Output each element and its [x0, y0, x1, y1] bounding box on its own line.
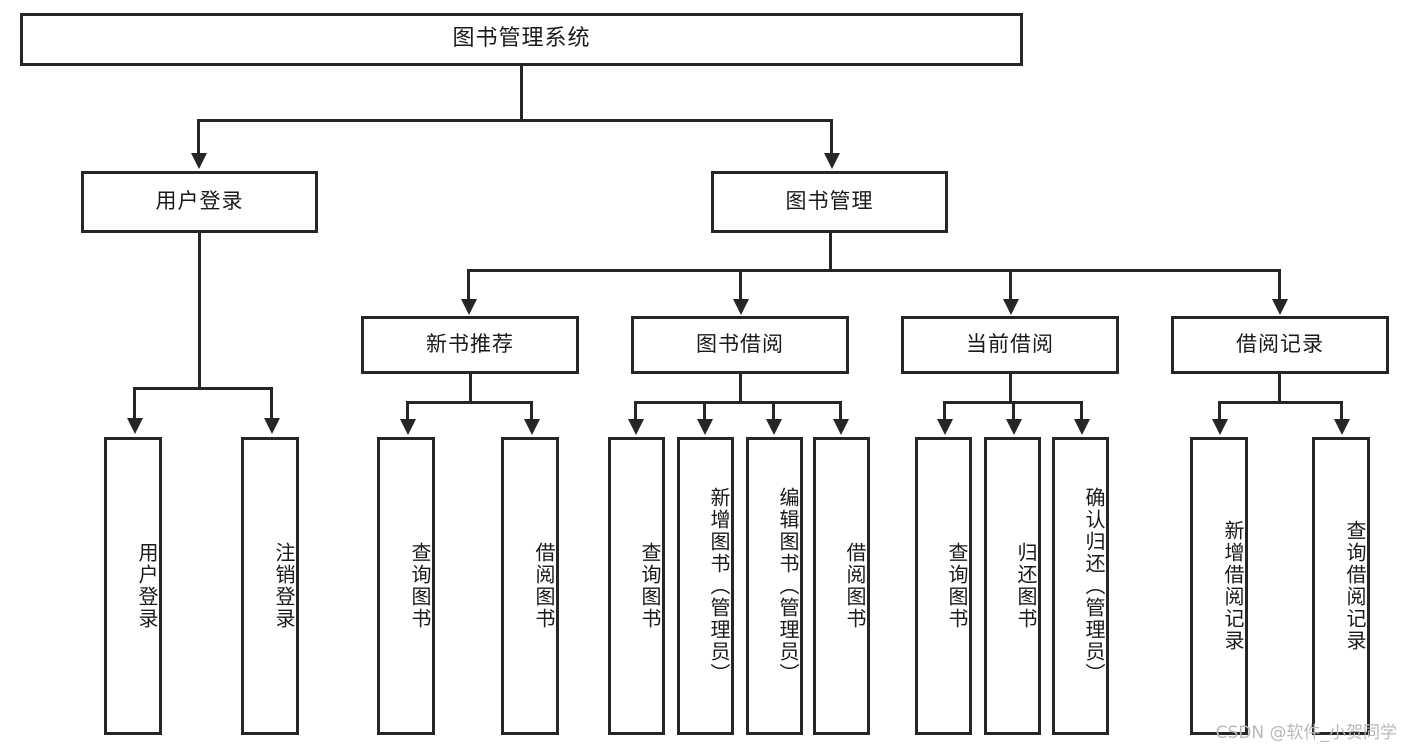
leaf-bb-edit-book: 编辑图书（管理员）	[746, 437, 803, 735]
arrowhead-cb-query-book	[937, 419, 953, 435]
arrowhead-nb-borrow-book	[524, 419, 540, 435]
leaf-br-query-record: 查询借阅记录	[1312, 437, 1370, 735]
connector-nb-to-leaf2	[530, 401, 533, 421]
connector-nb-to-leaf1	[406, 401, 409, 421]
leaf-user-login-label: 用户登录	[135, 542, 159, 630]
connector-user-login-to-leaf2	[270, 387, 273, 420]
connector-book-manage-stem	[829, 233, 832, 270]
connector-book-borrow-stem	[739, 374, 742, 402]
node-book-borrow: 图书借阅	[631, 316, 849, 374]
connector-root-stem	[520, 66, 523, 120]
arrowhead-user-login	[191, 153, 207, 169]
connector-book-borrow-bus	[634, 401, 842, 404]
connector-bb-to-leaf2	[703, 401, 706, 421]
connector-new-book-stem	[469, 374, 472, 402]
leaf-bb-query-book-label: 查询图书	[638, 542, 662, 630]
leaf-logout-label: 注销登录	[272, 542, 296, 630]
connector-br-to-leaf2	[1340, 401, 1343, 421]
leaf-cb-confirm-return-label: 确认归还（管理员）	[1082, 487, 1106, 685]
leaf-logout: 注销登录	[241, 437, 299, 735]
arrowhead-br-query-record	[1334, 419, 1350, 435]
connector-new-book-bus	[406, 401, 533, 404]
leaf-cb-query-book: 查询图书	[915, 437, 972, 735]
arrowhead-borrow-record	[1272, 299, 1288, 315]
connector-current-borrow-stem	[1009, 374, 1012, 402]
connector-root-to-user-login	[197, 119, 200, 155]
connector-borrow-record-bus	[1218, 401, 1343, 404]
leaf-br-add-record-label: 新增借阅记录	[1221, 520, 1245, 652]
connector-bb-to-leaf3	[772, 401, 775, 421]
leaf-user-login: 用户登录	[104, 437, 162, 735]
node-current-borrow: 当前借阅	[901, 316, 1119, 374]
connector-bm-to-current-borrow	[1009, 269, 1012, 301]
connector-cb-to-leaf2	[1012, 401, 1015, 421]
arrowhead-new-book-rec	[461, 299, 477, 315]
connector-bm-to-book-borrow	[739, 269, 742, 301]
arrowhead-bb-add-book	[697, 419, 713, 435]
node-book-manage: 图书管理	[711, 171, 948, 233]
connector-book-manage-bus	[467, 269, 1281, 272]
node-user-login: 用户登录	[81, 171, 318, 233]
arrowhead-br-add-record	[1212, 419, 1228, 435]
leaf-cb-return-book-label: 归还图书	[1014, 542, 1038, 630]
connector-root-to-book-manage	[830, 119, 833, 155]
leaf-br-add-record: 新增借阅记录	[1190, 437, 1248, 735]
arrowhead-bb-query-book	[628, 419, 644, 435]
connector-borrow-record-stem	[1278, 374, 1281, 402]
leaf-bb-add-book: 新增图书（管理员）	[677, 437, 734, 735]
arrowhead-leaf-logout	[264, 418, 280, 434]
arrowhead-nb-query-book	[400, 419, 416, 435]
connector-br-to-leaf1	[1218, 401, 1221, 421]
connector-bm-to-borrow-record	[1278, 269, 1281, 301]
leaf-bb-borrow-book-label: 借阅图书	[843, 542, 867, 630]
arrowhead-book-borrow	[733, 299, 749, 315]
connector-user-login-stem	[198, 233, 201, 388]
node-borrow-record: 借阅记录	[1171, 316, 1389, 374]
connector-root-bus	[197, 119, 833, 122]
arrowhead-cb-return-book	[1006, 419, 1022, 435]
connector-cb-to-leaf1	[943, 401, 946, 421]
connector-user-login-bus	[133, 387, 270, 390]
arrowhead-bb-borrow-book	[833, 419, 849, 435]
leaf-bb-edit-book-label: 编辑图书（管理员）	[776, 487, 800, 685]
leaf-nb-borrow-book-label: 借阅图书	[532, 542, 556, 630]
leaf-cb-return-book: 归还图书	[984, 437, 1041, 735]
node-root-system: 图书管理系统	[20, 13, 1023, 66]
arrowhead-leaf-user-login	[127, 418, 143, 434]
arrowhead-book-manage	[824, 153, 840, 169]
leaf-bb-query-book: 查询图书	[608, 437, 665, 735]
leaf-bb-borrow-book: 借阅图书	[813, 437, 870, 735]
arrowhead-cb-confirm-return	[1074, 419, 1090, 435]
connector-user-login-to-leaf1	[133, 387, 136, 420]
arrowhead-bb-edit-book	[766, 419, 782, 435]
leaf-cb-query-book-label: 查询图书	[945, 542, 969, 630]
leaf-nb-query-book: 查询图书	[377, 437, 435, 735]
leaf-br-query-record-label: 查询借阅记录	[1343, 520, 1367, 652]
connector-bb-to-leaf4	[839, 401, 842, 421]
connector-cb-to-leaf3	[1080, 401, 1083, 421]
node-new-book-recommend: 新书推荐	[361, 316, 579, 374]
arrowhead-current-borrow	[1003, 299, 1019, 315]
connector-bb-to-leaf1	[634, 401, 637, 421]
leaf-cb-confirm-return: 确认归还（管理员）	[1052, 437, 1109, 735]
leaf-nb-borrow-book: 借阅图书	[501, 437, 559, 735]
connector-bm-to-new-book	[467, 269, 470, 301]
leaf-bb-add-book-label: 新增图书（管理员）	[707, 487, 731, 685]
leaf-nb-query-book-label: 查询图书	[408, 542, 432, 630]
